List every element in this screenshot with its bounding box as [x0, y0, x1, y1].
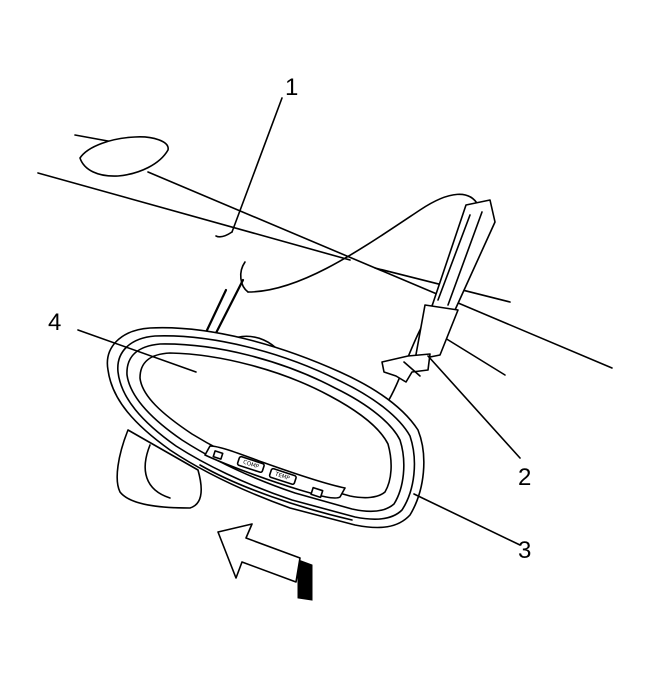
mirror-button-small-right[interactable]: [310, 486, 324, 499]
callout-3: 3: [518, 537, 531, 564]
callout-2: 2: [518, 464, 531, 491]
callout-4: 4: [48, 309, 61, 336]
mirror-button-temp[interactable]: [268, 467, 297, 486]
mirror-mount-pad: [79, 136, 169, 177]
mirror-button-temp-label: TEMP: [273, 471, 291, 482]
mirror-button-comp-label: COMP: [242, 460, 260, 471]
wire-cover-connector: [381, 199, 496, 383]
mirror-assembly: COMP TEMP: [106, 326, 425, 529]
mirror-button-comp[interactable]: [236, 455, 265, 474]
callout-1: 1: [285, 74, 298, 101]
mirror-button-group: COMP TEMP: [212, 450, 324, 499]
leader-lines: [77, 97, 521, 546]
wire-harness-return: [239, 261, 249, 293]
mirror-button-small-left[interactable]: [212, 450, 224, 460]
direction-arrow-icon: [217, 523, 313, 601]
